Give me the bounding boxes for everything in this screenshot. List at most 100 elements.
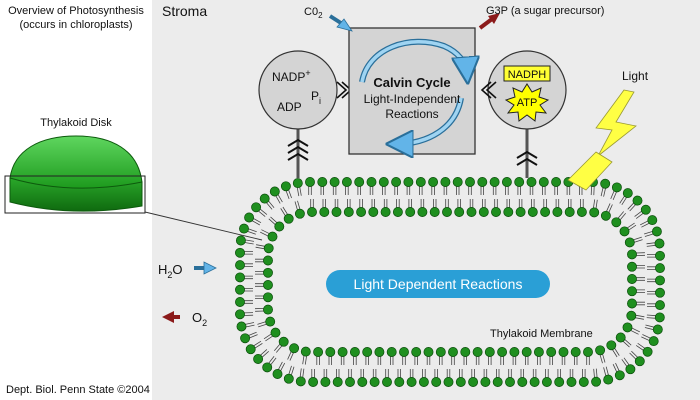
lipid-tail [323,369,328,378]
lipid-tail [459,369,463,378]
lipid-head [552,207,563,217]
lipid-head [455,377,466,387]
lipid-tail [603,366,609,377]
lipid-tail [636,277,645,281]
lipid-head [411,347,422,357]
lipid-head [603,374,614,385]
lipid-head [626,310,637,321]
nadp-adp-complex: NADP+ ADP Pi [258,50,353,130]
lipid-tail [357,186,361,195]
lipid-tail [580,199,584,208]
lipid-tail [647,303,656,307]
lipid-tail [422,369,426,378]
nadp-label: NADP+ [272,68,311,84]
lipid-tail [445,199,449,208]
lipid-head [368,207,379,217]
lipid-head [305,177,315,187]
lipid-head [313,347,324,357]
lipid-tail [468,186,472,195]
lipid-tail [406,186,411,195]
lipid-head [283,373,294,384]
lipid-tail [480,186,484,195]
lipid-tail [621,357,630,367]
lipid-tail [334,199,339,208]
lipid-head [362,347,373,357]
lipid-head [624,237,635,248]
lipid-head [405,207,416,217]
lipid-tail [420,199,425,208]
lipid-head [349,347,360,357]
lipid-head [583,347,593,357]
lipid-tail [253,340,263,349]
lipid-head [514,177,525,187]
lipid-head [253,354,264,364]
lipid-head [406,377,417,387]
lipid-tail [385,369,389,378]
lipid-head [356,207,367,217]
light-dependent-pill: Light Dependent Reactions [326,270,550,298]
lipid-tail [506,199,510,208]
lipid-head [329,177,340,187]
lipid-tail [431,186,435,195]
lipid-head [595,345,606,356]
lipid-tail [554,186,558,195]
lipid-head [240,333,251,344]
lipid-tail [537,356,541,365]
lipid-tail [451,356,455,365]
lipid-tail [496,369,500,378]
calvin-line3: Reactions [385,107,438,121]
right-notch-arrow [480,81,497,99]
lipid-tail [320,186,324,195]
lipid-tail [265,200,275,210]
lipid-head [654,312,665,323]
lipid-tail [369,186,374,195]
lipid-tail [590,185,595,196]
lipid-tail [471,369,475,378]
lipid-tail [593,199,598,209]
light-label: Light [622,69,649,83]
lipid-head [331,207,342,217]
lipid-head [263,304,273,315]
lipid-head [239,223,249,234]
lipid-head [235,260,245,271]
lipid-head [245,344,256,355]
lipid-tail [434,369,438,378]
lipid-head [378,177,389,187]
lipid-tail [244,300,253,304]
lipid-head [480,377,491,387]
lipid-head [244,212,255,223]
lipid-tail [353,356,357,365]
lipid-tail [277,361,286,372]
lipid-tail [569,369,574,378]
lipid-head [465,177,475,187]
lipid-tail [254,308,265,312]
lipid-tail [640,220,650,228]
lipid-head [576,207,587,217]
lipid-tail [259,349,269,358]
lipid-head [294,208,305,219]
lipid-head [452,177,463,187]
lipid-tail [255,258,264,263]
lipid-head [655,275,665,286]
lipid-tail [586,356,590,365]
g3p-label: G3P (a sugar precursor) [486,5,604,17]
lipid-tail [532,369,537,378]
lipid-head [235,297,245,307]
lipid-tail [251,217,262,226]
lipid-head [554,377,565,387]
lipid-tail [248,331,258,339]
lipid-tail [561,356,566,365]
lipid-head [627,261,637,272]
lipid-head [369,377,380,387]
lipid-head [417,207,428,217]
lipid-tail [600,187,606,197]
lipid-head [263,267,273,278]
lipid-head [503,207,514,217]
lipid-tail [626,222,637,231]
lipid-tail [636,265,645,269]
lipid-tail [419,186,423,195]
lipid-tail [365,356,369,365]
lipid-tail [611,347,620,358]
lipid-head [278,336,289,347]
lipid-tail [280,206,289,217]
